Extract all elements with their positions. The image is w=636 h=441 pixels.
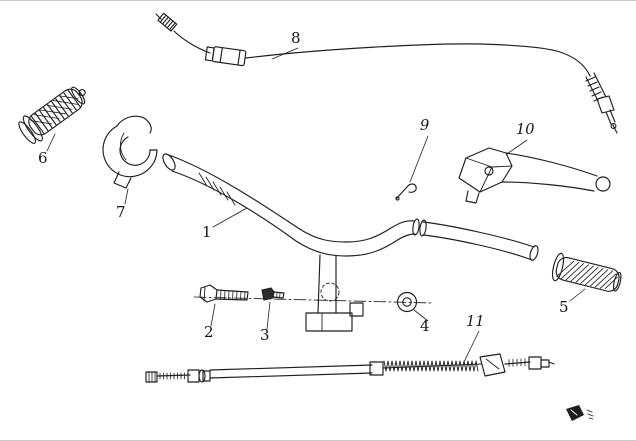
part-label-bolt: 2 bbox=[204, 323, 214, 341]
part-label-left-grip: 6 bbox=[38, 149, 48, 167]
part-label-housing: 7 bbox=[116, 203, 126, 221]
stamp-mark bbox=[566, 405, 594, 421]
part-label-throttle-cable: 8 bbox=[291, 29, 301, 47]
clip-drawing bbox=[395, 183, 417, 201]
part-label-brake-lever: 10 bbox=[516, 122, 535, 138]
fasteners-drawing bbox=[193, 284, 433, 313]
part-label-handlebar: 1 bbox=[202, 223, 212, 241]
handlebar-drawing bbox=[162, 153, 539, 332]
leader-lines bbox=[46, 47, 586, 363]
throttle-cable-drawing bbox=[155, 12, 618, 134]
part-label-brake-cable: 11 bbox=[466, 314, 485, 330]
throttle-housing-drawing bbox=[102, 115, 158, 189]
part-label-nut: 4 bbox=[420, 317, 430, 335]
left-grip-drawing bbox=[18, 86, 86, 144]
part-label-screw: 3 bbox=[260, 326, 270, 344]
right-grip-drawing bbox=[551, 252, 622, 292]
part-label-clip: 9 bbox=[420, 118, 430, 134]
part-label-right-grip: 5 bbox=[559, 298, 569, 316]
brake-lever-drawing bbox=[458, 147, 611, 204]
brake-cable-drawing bbox=[145, 353, 555, 383]
